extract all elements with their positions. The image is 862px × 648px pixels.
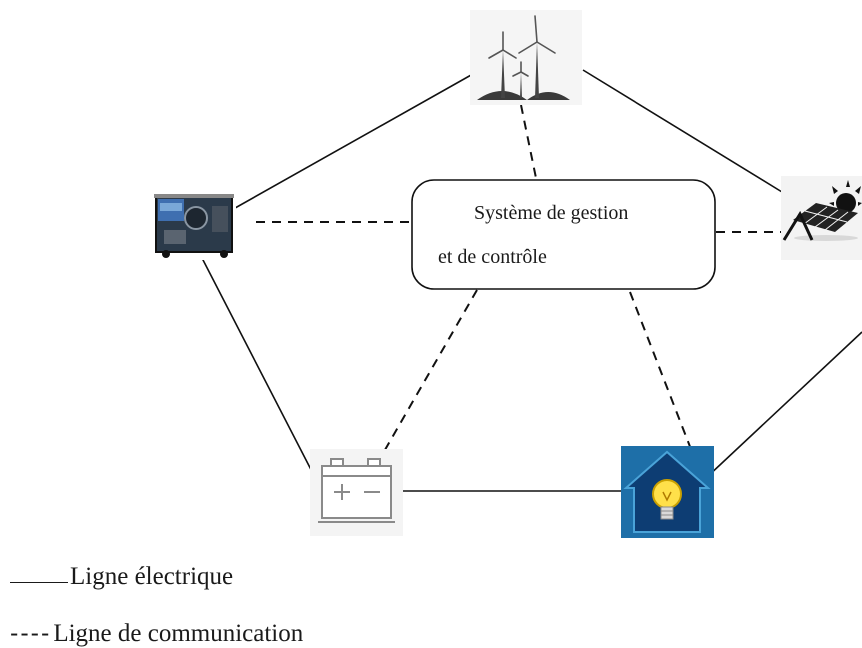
electric-line-generator-battery <box>201 257 323 492</box>
wind-turbine-icon <box>470 10 582 105</box>
electric-line-wind-generator <box>227 69 481 213</box>
electric-line-wind-solar <box>582 69 783 193</box>
control-system-box: Système de gestion et de contrôle <box>411 179 716 290</box>
legend-electrical-label: Ligne électrique <box>70 563 234 590</box>
house-lightbulb-icon <box>621 446 714 538</box>
legend-solid-line-sample <box>10 582 68 583</box>
battery-icon <box>310 449 403 536</box>
legend-communication: ----Ligne de communication <box>10 619 303 648</box>
comm-line-center-wind <box>520 104 537 179</box>
control-system-label-line1: Système de gestion <box>474 202 628 224</box>
comm-line-center-house <box>629 291 702 476</box>
legend-dashed-line-sample: ---- <box>10 619 52 647</box>
control-system-label-line2: et de contrôle <box>438 246 547 268</box>
legend-electrical: Ligne électrique <box>10 563 233 591</box>
diesel-generator-icon <box>150 190 236 260</box>
legend-communication-label: Ligne de communication <box>53 620 304 647</box>
electric-line-solar-house <box>705 331 862 479</box>
comm-line-center-battery <box>377 289 478 463</box>
solar-panel-icon <box>781 176 862 260</box>
